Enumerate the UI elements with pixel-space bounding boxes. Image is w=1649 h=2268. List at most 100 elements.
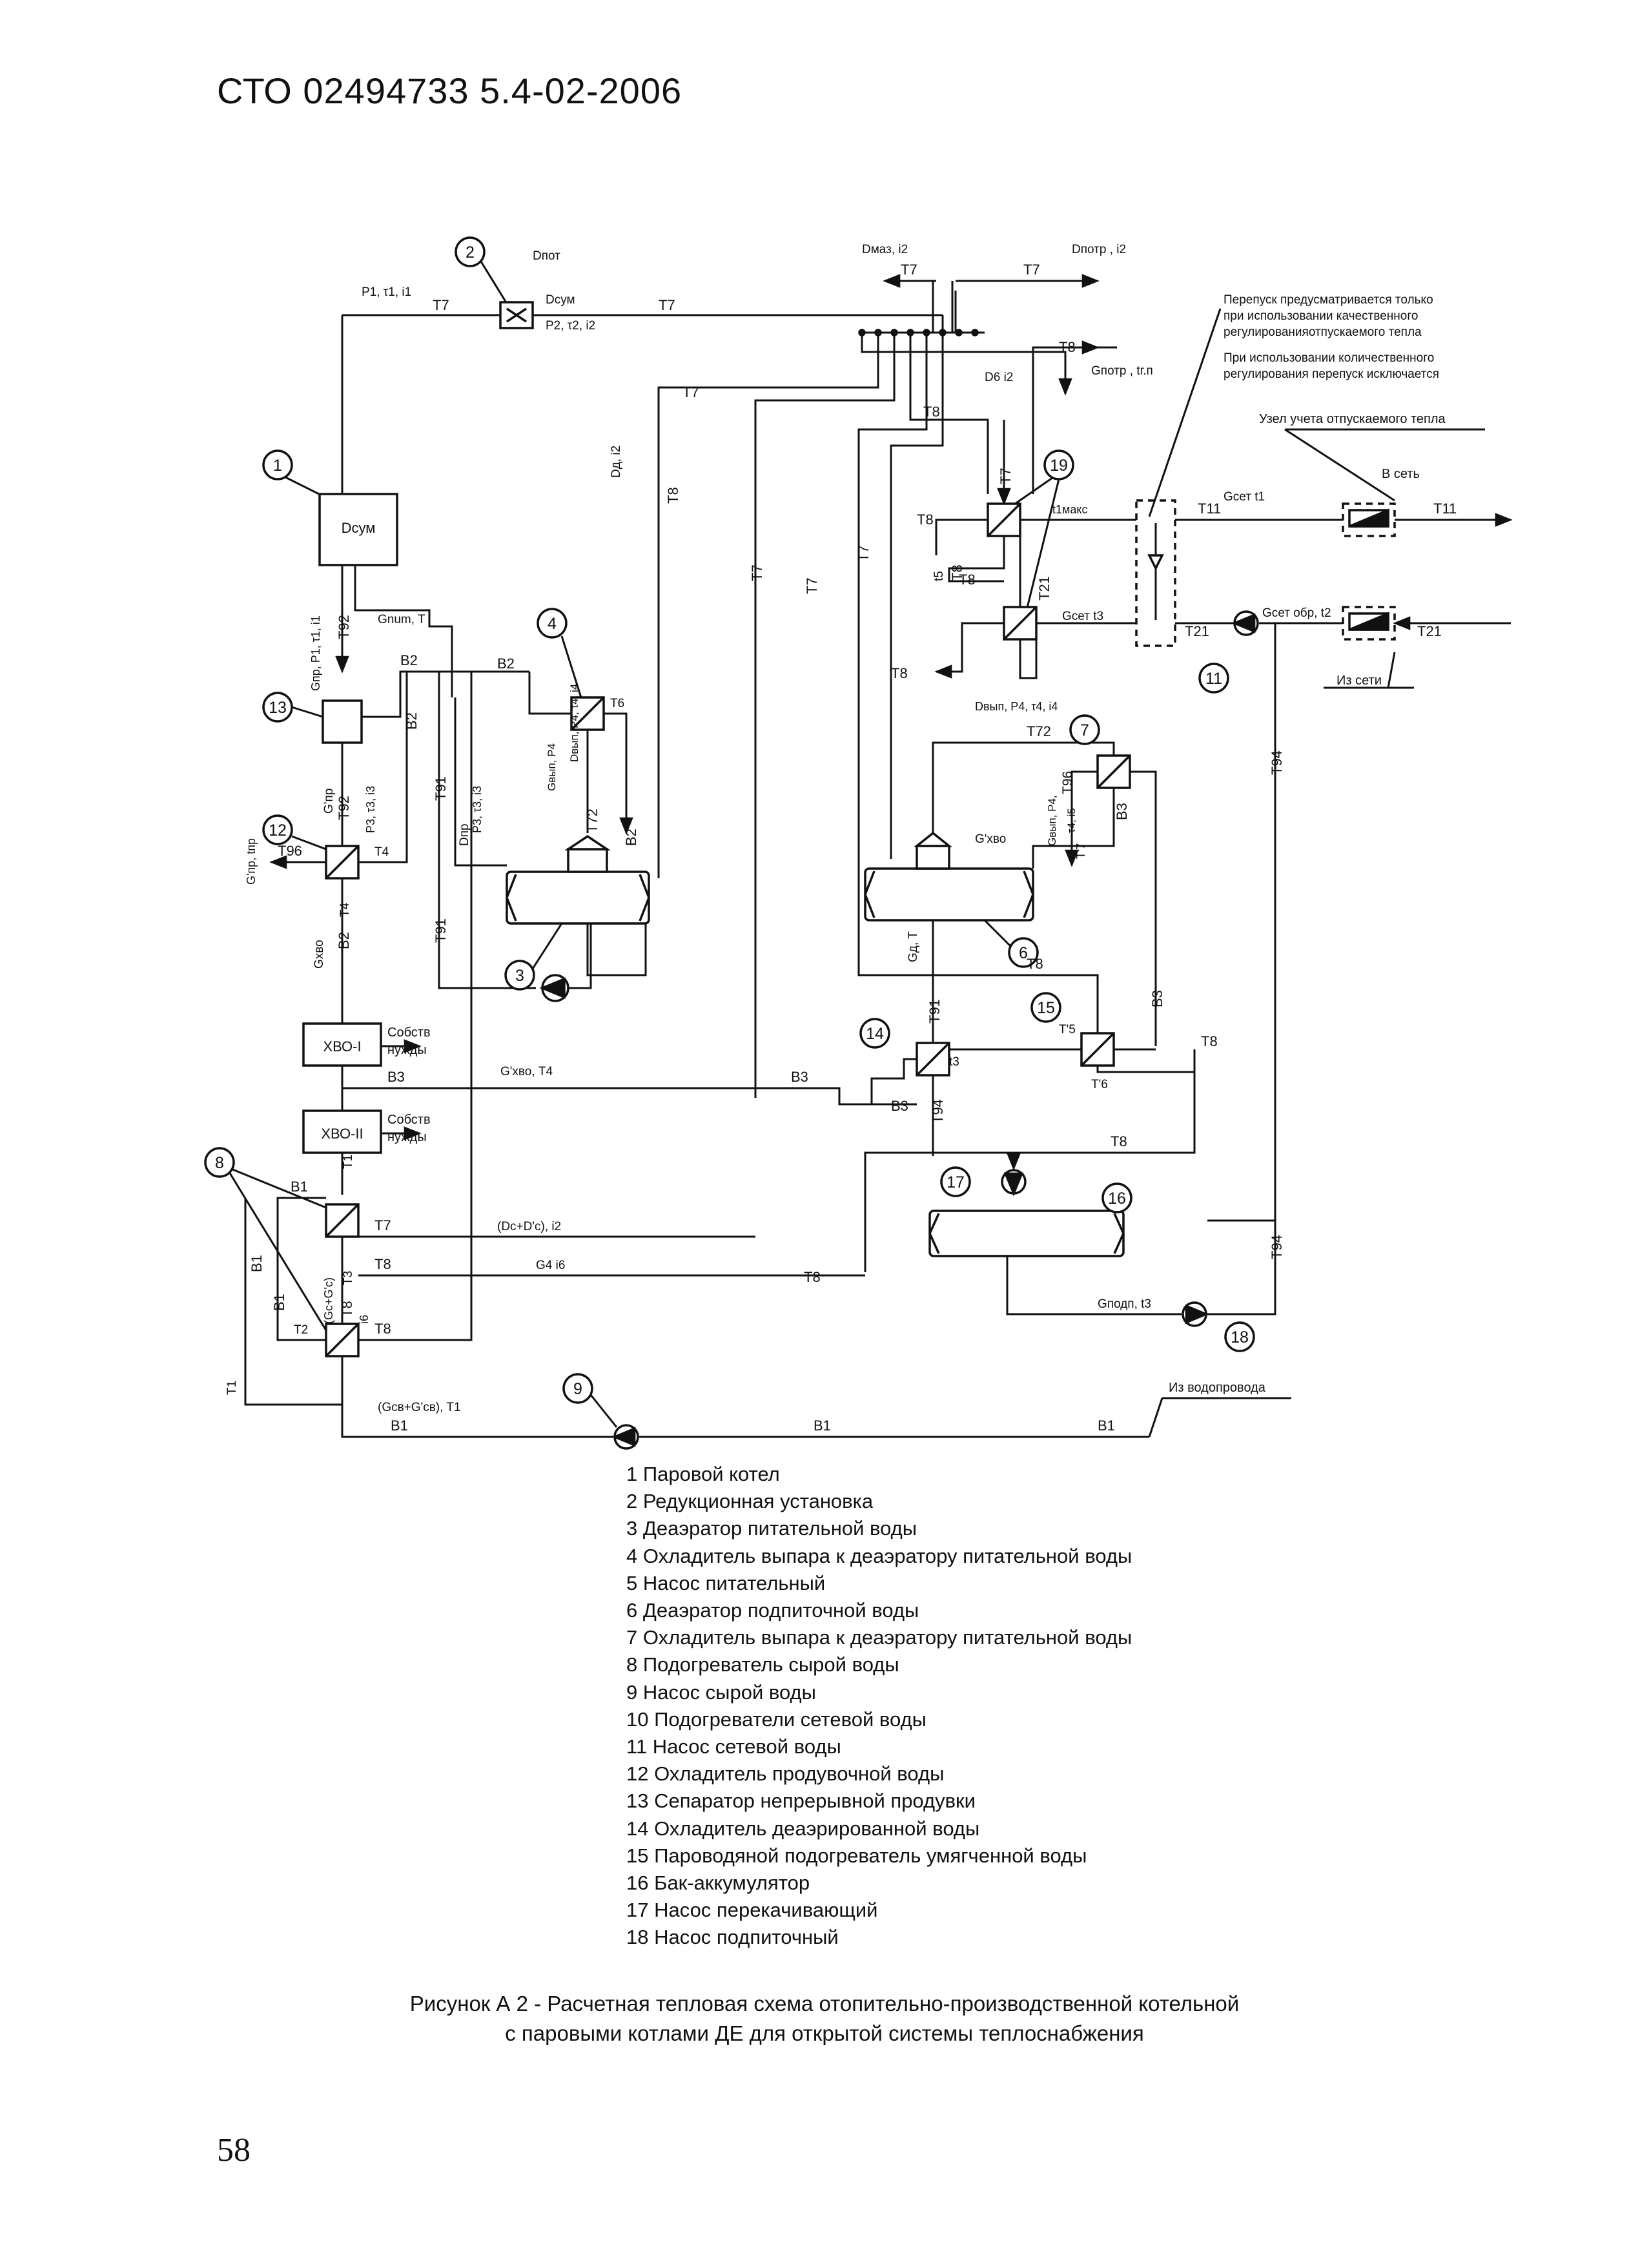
raw-water-heater-8b-diagonal xyxy=(325,1323,360,1357)
diagram-label: T21 xyxy=(1417,623,1442,639)
diagram-label: T8 xyxy=(1201,1033,1218,1049)
diagram-label: t1макс xyxy=(1052,503,1087,516)
diagram-label: Узел учета отпускаемого тепла xyxy=(1259,412,1446,426)
diagram-label: T7 xyxy=(749,564,765,581)
deaerator-6-dome xyxy=(914,831,952,847)
legend-item-13: 13 Сепаратор непрерывной продувки xyxy=(626,1789,976,1813)
diagram-label: T1 xyxy=(342,1155,355,1169)
cooler-12-to-b2 xyxy=(358,672,408,863)
own-needs-1a: Собств xyxy=(387,1026,431,1040)
softened-water-heater-15-diagonal xyxy=(1080,1032,1115,1067)
diagram-label: T8 xyxy=(1059,339,1076,355)
equipment-number-14: 14 xyxy=(866,1025,884,1043)
diagram-label: T72 xyxy=(584,809,600,833)
diagram-label: T21 xyxy=(1036,576,1052,601)
diagram-label: регулирования перепуск исключается xyxy=(1224,367,1439,381)
diagram-label: B3 xyxy=(1149,990,1165,1007)
meter-supply-frame xyxy=(1348,509,1389,528)
diagram-label: Gсет t3 xyxy=(1062,610,1103,623)
diagram-label: G'пр, tпр xyxy=(245,838,258,885)
diagram-label: D6 i2 xyxy=(985,371,1013,384)
vapour-line-t72-7 xyxy=(932,741,1115,833)
meter-return xyxy=(1349,612,1389,631)
collector-node-6 xyxy=(955,329,963,336)
diagram-label: T8 xyxy=(339,1301,355,1317)
own-needs-2a: Собств xyxy=(387,1113,431,1127)
heater-19b-loop xyxy=(1019,633,1038,679)
storage-tank-16-end-left xyxy=(928,1213,940,1254)
collector-node-3 xyxy=(906,329,914,336)
feedwater-deaerator-3-end-left xyxy=(506,874,517,922)
equipment-number-18: 18 xyxy=(1231,1328,1249,1346)
diagram-label: Dвып, P4, τ4, i4 xyxy=(568,684,580,762)
diagram-label: T8 xyxy=(1111,1133,1127,1149)
diagram-label: B2 xyxy=(400,652,418,668)
diagram-label: T7 xyxy=(998,468,1014,484)
separator-steam xyxy=(362,670,529,718)
diagram-label: B3 xyxy=(791,1069,808,1085)
steam-to-hx19 xyxy=(861,333,1067,381)
meter-supply xyxy=(1349,508,1389,528)
line-b3-main xyxy=(342,1087,872,1106)
diagram-label: T8 xyxy=(1027,956,1043,972)
diagram-label: T91 xyxy=(927,999,943,1024)
diagram-label: T'7 xyxy=(1074,843,1087,859)
number-circle-7 xyxy=(1069,714,1100,745)
b3-up xyxy=(1130,770,1157,1046)
feed-pump-out xyxy=(568,923,592,989)
separator-13 xyxy=(322,699,363,744)
number-circle-19 xyxy=(1043,449,1074,480)
diagram-label: Dд, i2 xyxy=(609,446,623,478)
steam-line-t7-4 xyxy=(890,333,944,859)
vapour-cooler-7-diagonal xyxy=(1096,754,1131,789)
diagram-label: P3, τ3, i3 xyxy=(364,786,377,833)
diagram-label: T6 xyxy=(610,697,624,710)
meter-box-supply xyxy=(1342,502,1396,537)
number-circle-8 xyxy=(204,1147,235,1178)
diagram-label: B2 xyxy=(623,829,639,846)
document-header: СТО 02494733 5.4-02-2006 xyxy=(217,70,682,111)
diagram-label: Перепуск предусматривается только xyxy=(1224,293,1433,307)
diagram-label: Gсет обр, t2 xyxy=(1262,606,1331,620)
equipment-number-4: 4 xyxy=(548,615,557,633)
diagram-label: При использовании количественного xyxy=(1224,351,1434,365)
makeup-deaerator-6 xyxy=(864,867,1034,922)
own-needs-2b: нужды xyxy=(387,1130,427,1144)
makeup-deaerator-6-end-left xyxy=(864,871,876,918)
leader-4 xyxy=(560,635,582,698)
diagram-label: G'пр xyxy=(322,789,336,814)
number-circle-18 xyxy=(1224,1321,1255,1352)
equipment-number-16: 16 xyxy=(1108,1190,1126,1208)
diagram-label: T96 xyxy=(278,843,302,859)
diagram-label: T94 xyxy=(1269,1235,1285,1259)
equipment-number-17: 17 xyxy=(947,1173,965,1191)
diagram-label: Dпр xyxy=(458,823,471,846)
equipment-number-8: 8 xyxy=(215,1154,224,1172)
network-heater-19b-diagonal xyxy=(1003,606,1038,641)
diagram-label: T4 xyxy=(374,845,389,859)
diagram-label: Dсум xyxy=(546,293,575,307)
diagram-label: T8 xyxy=(804,1269,821,1285)
diagram-label: T8 xyxy=(959,572,976,588)
number-circle-14 xyxy=(859,1018,890,1049)
diagram-label: регулированияотпускаемого тепла xyxy=(1224,325,1422,339)
reducer-mark-2 xyxy=(514,307,527,323)
bypass-valve xyxy=(1147,554,1164,571)
equipment-number-3: 3 xyxy=(515,967,524,985)
legend-item-1: 1 Паровой котел xyxy=(626,1463,780,1485)
leader-6 xyxy=(983,919,1012,947)
equipment-number-13: 13 xyxy=(269,699,287,717)
line-b1-loop xyxy=(276,1197,326,1341)
makeup-deaerator-6-end-right xyxy=(1023,871,1034,918)
steam-line-t8 xyxy=(909,333,989,494)
heater-19b-cond xyxy=(934,622,1004,679)
deaerated-water-cooler-14-diagonal xyxy=(916,1042,950,1077)
collector-node-5 xyxy=(939,329,947,336)
number-circle-11 xyxy=(1198,663,1229,694)
equipment-number-12: 12 xyxy=(269,821,287,840)
equipment-number-9: 9 xyxy=(573,1380,582,1398)
number-circle-17 xyxy=(940,1166,971,1197)
legend-item-12: 12 Охладитель продувочной воды xyxy=(626,1762,945,1786)
diagram-label: T7 xyxy=(901,262,917,278)
